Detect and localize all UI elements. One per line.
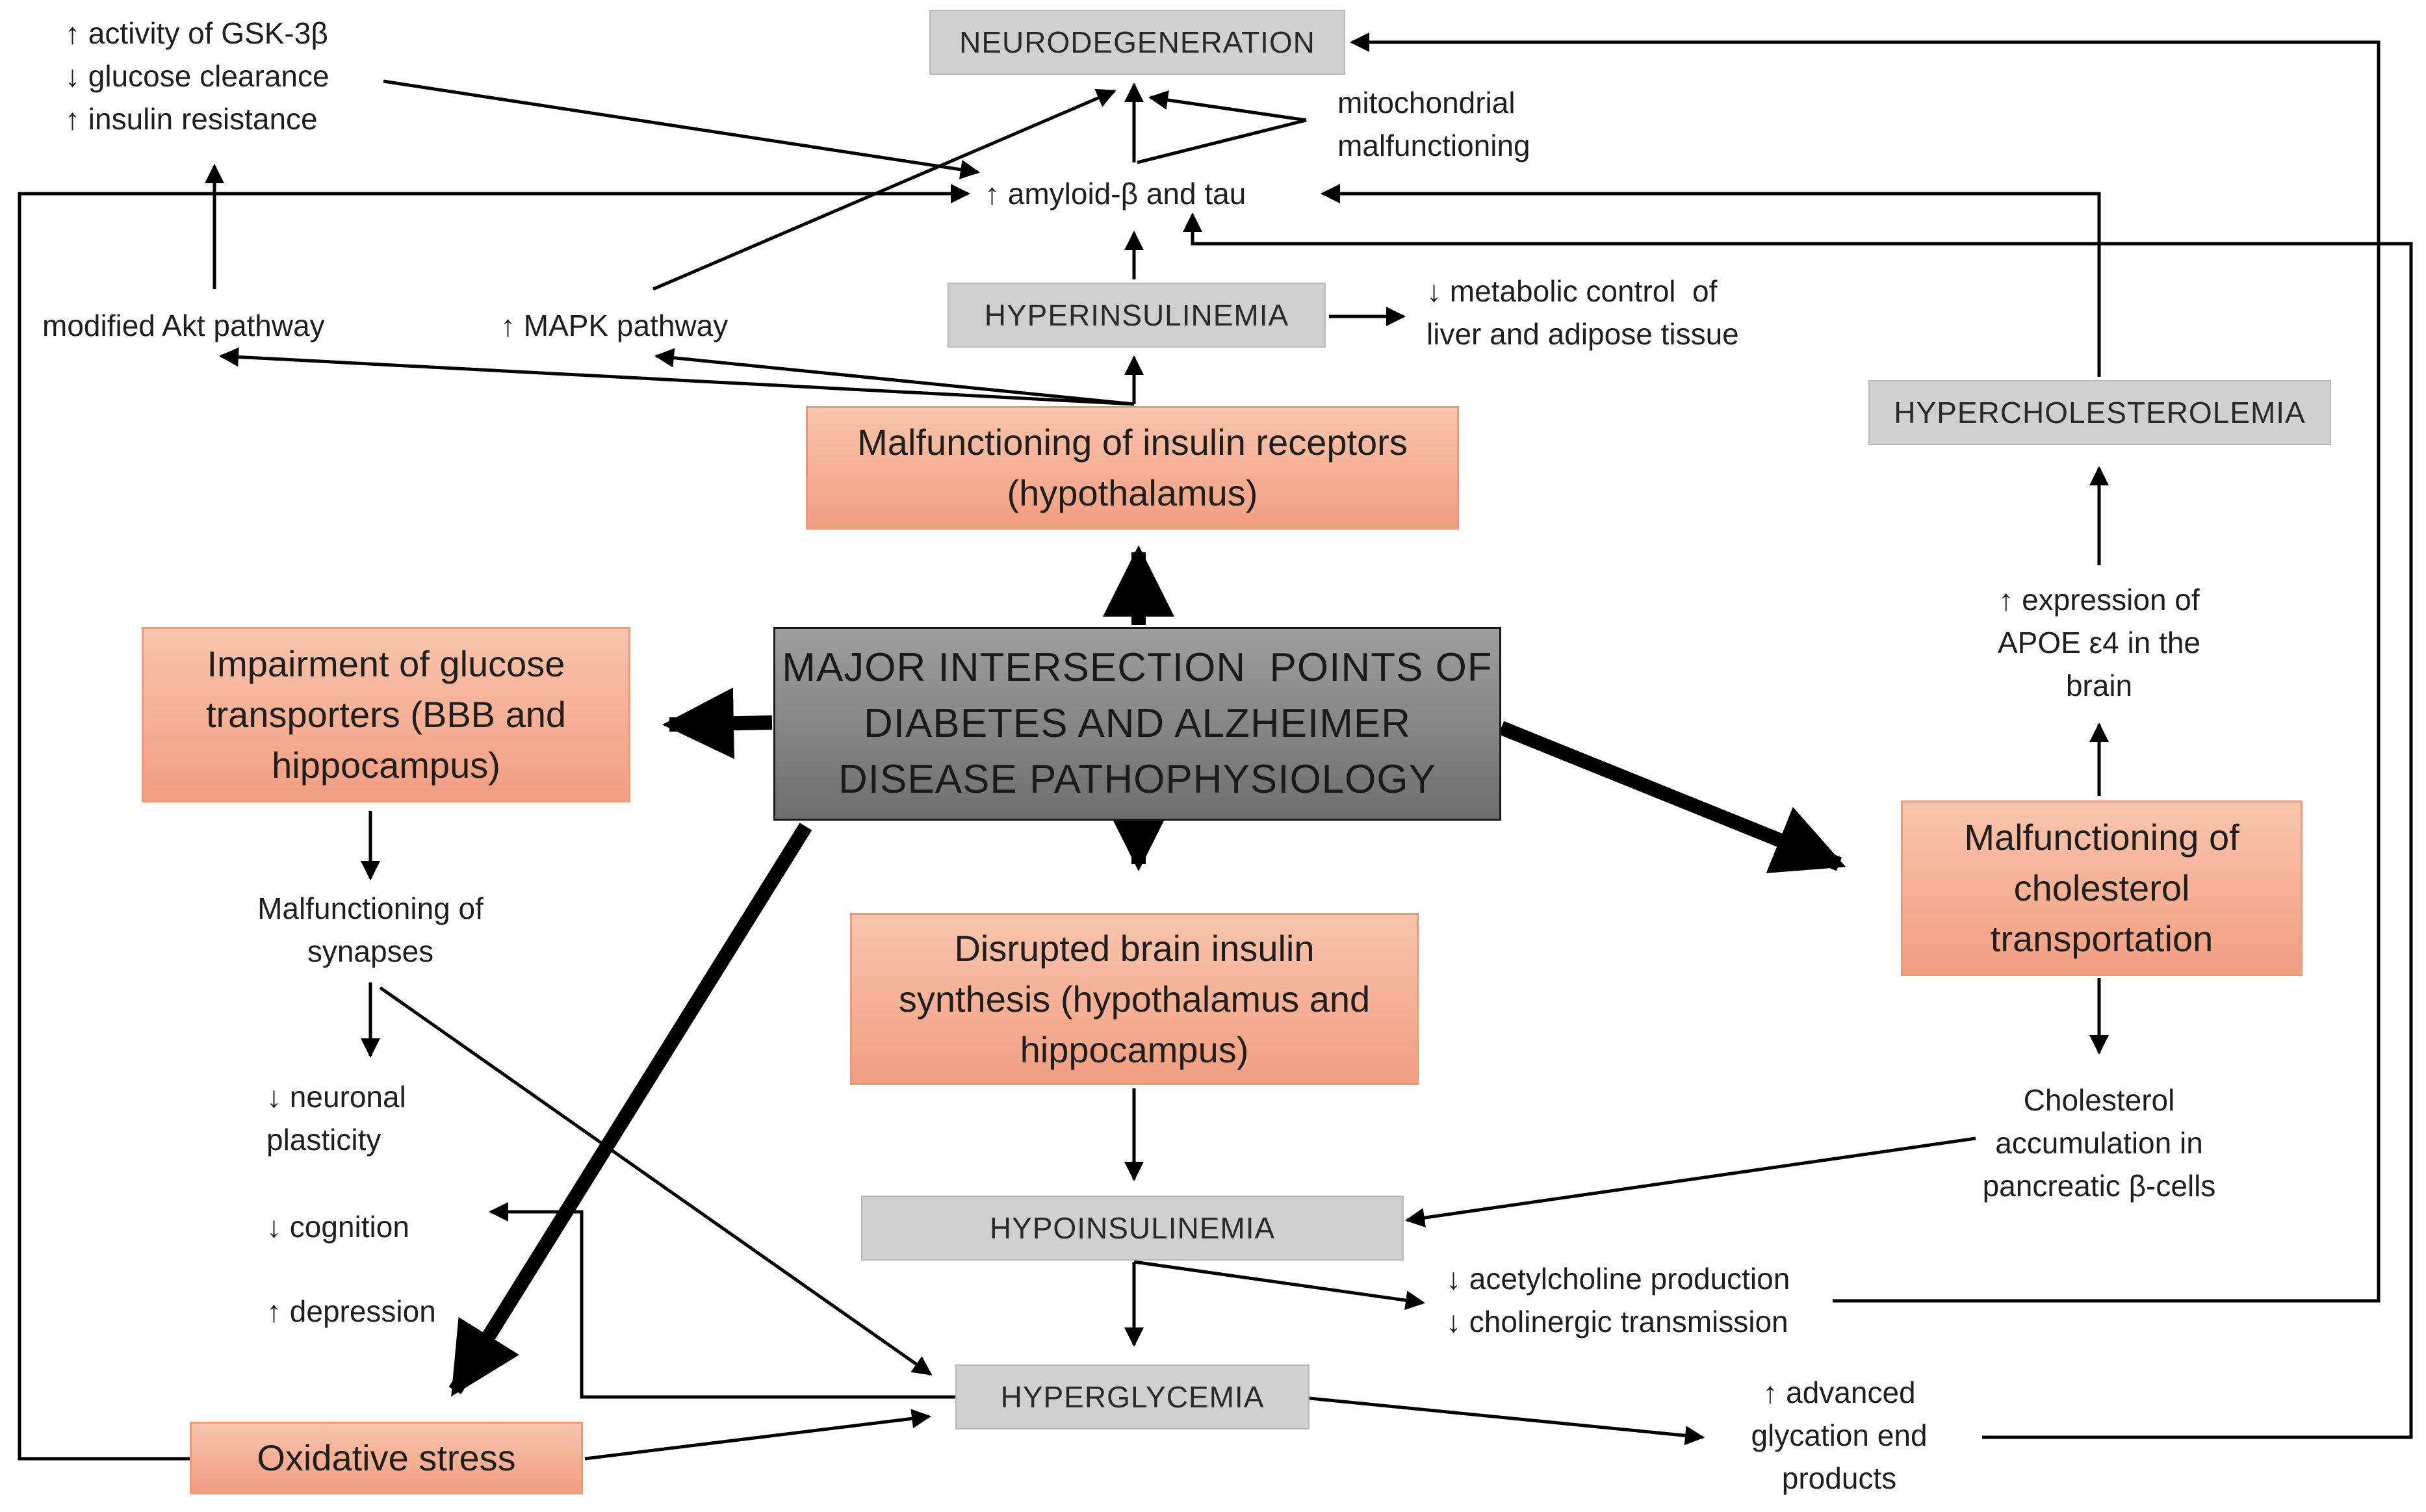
mitochondrial-label: mitochondrial malfunctioning [1337,86,1530,162]
arrow-hypoinsulinemia-to-acetylcholine [1133,1260,1425,1311]
cognition-label: ↓ cognition [266,1210,409,1244]
hypercholesterolemia-label: HYPERCHOLESTEROLEMIA [1894,396,2306,429]
gsk-label: ↑ activity of GSK-3β ↓ glucose clearance… [65,16,329,136]
arrow-accumulation-to-hypoinsulinemia [1405,1136,1976,1227]
cholesterol-transport-box: Malfunctioning of cholesterol transporta… [1901,801,2303,976]
hypoinsulinemia-label: HYPOINSULINEMIA [989,1211,1276,1245]
brain-insulin-label: Disrupted brain insulin synthesis (hypot… [898,927,1371,1070]
arrow-hyperglycemia-to-cognition [489,1202,955,1399]
arrow-receptors-to-mapk [654,348,1135,406]
arrow-mapk-to-neurodegeneration [652,88,1116,291]
plasticity-label: ↓ neuronal plasticity [266,1080,406,1157]
arrow-synapses-to-hyperglycemia [379,986,933,1376]
arrow-acetylcholine-to-neurodegeneration [1350,32,2381,1303]
akt-label: modified Akt pathway [42,309,325,342]
hyperglycemia-box: HYPERGLYCEMIA [955,1365,1310,1429]
oxidative-stress-box: Oxidative stress [190,1422,583,1494]
thick-arrow-to-transporters [662,687,773,760]
glucose-transporters-label: Impairment of glucose transporters (BBB … [205,643,567,786]
arrow-oxidative-to-hyperglycemia [584,1409,931,1461]
amyloid-label: ↑ amyloid-β and tau [985,177,1246,211]
arrow-gsk-to-amyloid [383,79,980,179]
cholesterol-accumulation-label: Cholesterol accumulation in pancreatic β… [1982,1083,2216,1203]
thick-arrow-to-cholesterol-transport [1498,721,1846,873]
apoe-label: ↑ expression of APOE ε4 in the brain [1997,583,2200,702]
cholesterol-transport-label: Malfunctioning of cholesterol transporta… [1964,817,2239,959]
glycation-label: ↑ advanced glycation end products [1751,1376,1928,1495]
central-box: MAJOR INTERSECTION POINTS OF DIABETES AN… [773,627,1501,821]
hyperinsulinemia-box: HYPERINSULINEMIA [948,283,1326,348]
hypercholesterolemia-box: HYPERCHOLESTEROLEMIA [1868,380,2331,445]
synapses-label: Malfunctioning of synapses [257,891,484,968]
hypoinsulinemia-box: HYPOINSULINEMIA [861,1196,1404,1261]
arrow-hypercholesterolemia-to-amyloid [1321,184,2101,377]
insulin-receptors-box: Malfunctioning of insulin receptors (hyp… [806,406,1459,530]
brain-insulin-box: Disrupted brain insulin synthesis (hypot… [850,913,1419,1085]
depression-label: ↑ depression [266,1294,436,1328]
hyperglycemia-label: HYPERGLYCEMIA [1000,1380,1265,1414]
glucose-transporters-box: Impairment of glucose transporters (BBB … [142,627,630,802]
hyperinsulinemia-label: HYPERINSULINEMIA [984,298,1289,332]
arrow-hyperglycemia-to-glycation [1309,1396,1705,1446]
mapk-label: ↑ MAPK pathway [500,309,729,342]
arrow-receptors-to-akt [219,347,1135,406]
insulin-receptors-label: Malfunctioning of insulin receptors (hyp… [857,422,1408,513]
thick-arrow-to-oxidative [448,823,812,1397]
oxidative-stress-label: Oxidative stress [257,1437,516,1478]
acetylcholine-label: ↓ acetylcholine production ↓ cholinergic… [1446,1262,1790,1339]
arrow-oxidative-to-amyloid [18,184,970,1461]
neurodegeneration-box: NEURODEGENERATION [929,10,1345,75]
arrow-mitochondrial-to-neurodegeneration [1137,97,1307,164]
metabolic-label: ↓ metabolic control of liver and adipose… [1426,274,1739,351]
neurodegeneration-label: NEURODEGENERATION [959,25,1315,59]
central-title: MAJOR INTERSECTION POINTS OF DIABETES AN… [782,645,1493,802]
arrow-glycation-to-amyloid [1183,212,2413,1439]
